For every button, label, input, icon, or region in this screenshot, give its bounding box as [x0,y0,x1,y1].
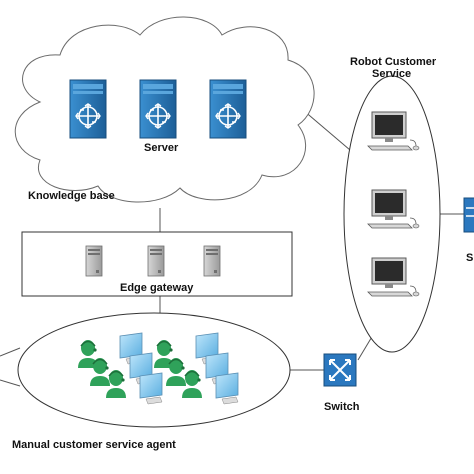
agents-ellipse [17,312,291,428]
knowledge-base-label: Knowledge base [28,190,115,202]
server-label: Server [144,142,179,154]
gateway-device-icon [85,245,103,277]
server-icon [139,79,177,139]
robot-service-label-line1: Robot Customer [350,56,437,68]
robot-service-label-line2: Service [372,68,412,80]
server-icon [209,79,247,139]
left-edge-line-1 [0,347,21,357]
switch-icon [323,353,357,387]
gateway-device-icon [147,245,165,277]
manual-agent-label: Manual customer service agent [12,439,176,451]
edge-device-label: S [466,252,474,264]
server-icon [69,79,107,139]
switch-label: Switch [324,401,360,413]
edge-device-icon [463,197,474,233]
left-edge-line-2 [0,379,21,387]
edge-gateway-label: Edge gateway [120,282,194,294]
cloud-to-robot-line [302,109,351,151]
gateway-device-icon [203,245,221,277]
